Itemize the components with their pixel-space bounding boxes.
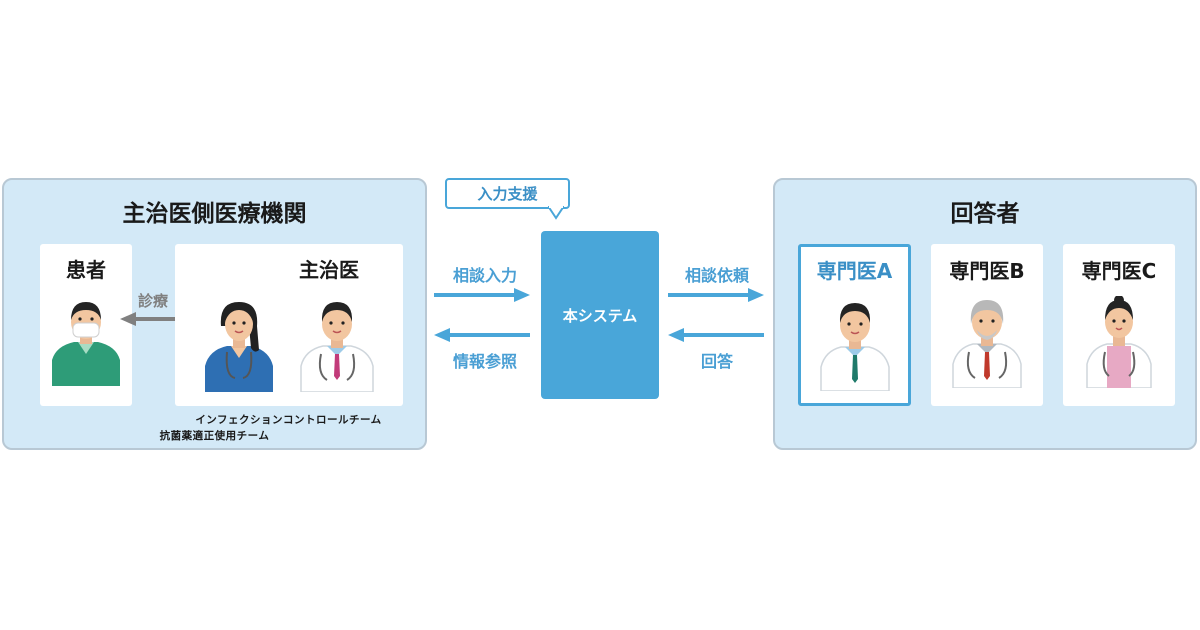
specialist-c-card: 専門医C	[1063, 244, 1175, 406]
consult-input-arrow	[434, 288, 530, 302]
specialist-a-icon	[820, 303, 890, 391]
specialist-a-label: 専門医A	[816, 259, 893, 283]
consult-request-label: 相談依頼	[684, 266, 749, 285]
info-reference-label: 情報参照	[452, 352, 517, 371]
specialist-b-card: 専門医B	[931, 244, 1043, 406]
team-note-ast: 抗菌薬適正使用チーム	[159, 430, 270, 442]
specialist-c-label: 専門医C	[1081, 259, 1157, 283]
team-note-ict: インフェクションコントロールチーム	[195, 414, 382, 426]
specialist-b-icon	[952, 300, 1022, 388]
patient-avatar-icon	[52, 302, 120, 386]
attending-doctor-card: 主治医	[175, 244, 403, 406]
attending-doctor-label: 主治医	[299, 258, 359, 282]
answer-label: 回答	[700, 352, 733, 371]
consult-input-label: 相談入力	[452, 266, 517, 285]
callout-tail	[548, 206, 564, 220]
right-panel-title: 回答者	[950, 201, 1020, 227]
patient-label: 患者	[66, 258, 106, 282]
answer-arrow	[668, 328, 764, 342]
consult-request-arrow	[668, 288, 764, 302]
right-panel-responders: 回答者 専門医A 専門医B	[773, 178, 1197, 450]
nurse-icon	[205, 302, 273, 392]
male-doctor-icon	[300, 302, 374, 392]
left-panel-title: 主治医側医療機関	[122, 201, 307, 227]
info-reference-arrow	[434, 328, 530, 342]
specialist-a-card: 専門医A	[798, 244, 911, 406]
left-panel-facility: 主治医側医療機関 患者 診療 主治医	[2, 178, 427, 450]
exam-arrow	[120, 312, 188, 326]
specialist-c-icon	[1086, 296, 1152, 388]
exam-label: 診療	[138, 292, 169, 310]
input-support-callout: 入力支援	[445, 178, 570, 209]
specialist-b-label: 専門医B	[949, 259, 1025, 283]
system-box: 本システム	[541, 231, 659, 399]
system-label: 本システム	[562, 306, 638, 325]
patient-card: 患者	[40, 244, 132, 406]
